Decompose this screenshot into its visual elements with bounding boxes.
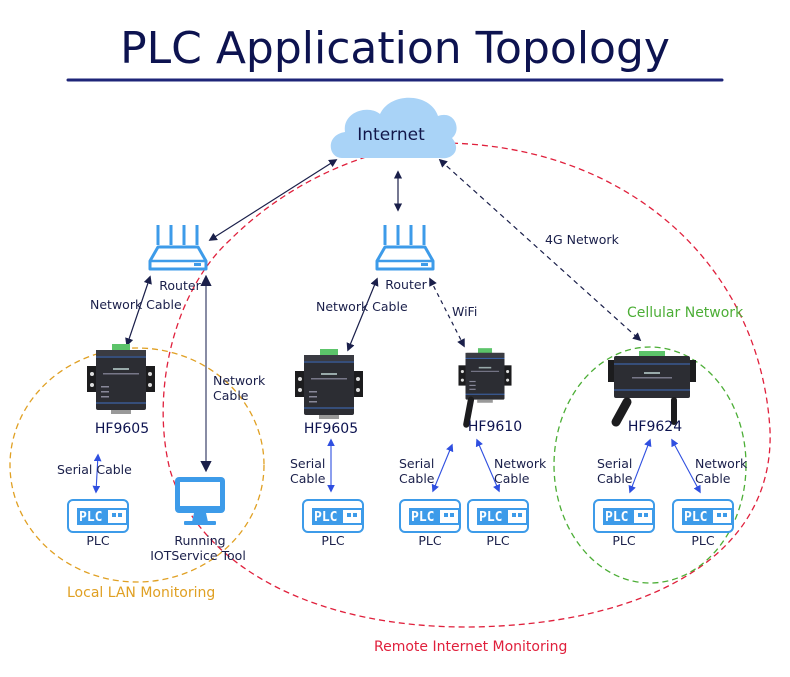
plc-badge-text: PLC [314, 510, 337, 525]
pc-label-line1: Running [174, 533, 225, 548]
label-4g-network: 4G Network [545, 232, 620, 247]
lan-monitoring-zone [9, 347, 265, 583]
plc-node[interactable]: PLC [593, 499, 655, 533]
label-serial-9610-1: Serial [399, 456, 434, 471]
plc-node[interactable]: PLC [672, 499, 734, 533]
plc-badge-text: PLC [479, 510, 502, 525]
link-router-hf9605-left [125, 275, 152, 347]
link-router-hf9605-mid [346, 277, 379, 352]
link-net-9624 [671, 438, 701, 494]
plc-label: PLC [418, 533, 442, 548]
hf9605-mid-label: HF9605 [304, 421, 358, 437]
plc-node[interactable]: PLC [302, 499, 364, 533]
router-mid-label: Router [385, 277, 427, 292]
cellular-zone [553, 346, 747, 584]
plc-node[interactable]: PLC [467, 499, 529, 533]
page-title: PLC Application Topology [120, 23, 670, 74]
pc-label-line2: IOTService Tool [150, 548, 246, 563]
plc-label: PLC [486, 533, 510, 548]
zone-label-remote: Remote Internet Monitoring [374, 639, 567, 655]
hf9624-label: HF9624 [628, 419, 682, 435]
hf9605-left-label: HF9605 [95, 421, 149, 437]
plc-badge-text: PLC [605, 510, 628, 525]
plc-label: PLC [86, 533, 110, 548]
device-hf9605-left[interactable] [86, 343, 156, 415]
internet-node[interactable]: Internet [330, 97, 457, 159]
label-network-cable-mid: Network Cable [316, 299, 408, 314]
plc-badge-text: PLC [684, 510, 707, 525]
plc-label: PLC [691, 533, 715, 548]
plc-list: PLC PLC PLC PLC PLC PLC PLC PLC PLC PLC PLC PLC [67, 499, 734, 548]
device-hf9610[interactable] [458, 347, 512, 428]
label-serial-9624-2: Cable [597, 471, 633, 486]
label-serial-mid-2: Cable [290, 471, 326, 486]
plc-node[interactable]: PLC [399, 499, 461, 533]
antenna-icon [611, 397, 632, 427]
monitor-icon [175, 477, 225, 525]
zone-label-cellular: Cellular Network [627, 305, 744, 321]
link-serial-9624 [628, 438, 652, 494]
link-internet-router-left [208, 159, 338, 241]
label-serial-mid-1: Serial [290, 456, 325, 471]
plc-badge-text: PLC [79, 510, 102, 525]
link-serial-left [92, 453, 102, 494]
plc-badge-text: PLC [411, 510, 434, 525]
internet-label: Internet [357, 125, 425, 145]
router-icon [375, 223, 435, 271]
pc-node[interactable] [175, 477, 225, 525]
label-net-9610-1: Network [494, 456, 547, 471]
cloud-icon [330, 97, 457, 159]
zone-label-lan: Local LAN Monitoring [67, 585, 215, 601]
label-wifi: WiFi [452, 304, 477, 319]
hf9610-label: HF9610 [468, 419, 522, 435]
label-serial-cable-left: Serial Cable [57, 462, 132, 477]
label-network-cable-left: Network Cable [90, 297, 182, 312]
link-net-9610 [475, 438, 501, 493]
wifi-serial-server-icon [458, 347, 512, 404]
serial-server-icon [294, 348, 364, 420]
device-hf9605-mid[interactable] [294, 348, 364, 420]
link-serial-9610 [431, 443, 454, 493]
plc-node[interactable]: PLC [67, 499, 129, 533]
router-icon [148, 223, 208, 271]
router-left[interactable] [148, 223, 208, 271]
serial-server-icon [86, 343, 156, 415]
label-net-9610-2: Cable [494, 471, 530, 486]
label-network-cable-pc-2: Cable [213, 388, 249, 403]
router-left-label: Router [159, 278, 201, 293]
device-hf9624[interactable] [608, 351, 696, 427]
label-net-9624-1: Network [695, 456, 748, 471]
label-serial-9610-2: Cable [399, 471, 435, 486]
plc-label: PLC [321, 533, 345, 548]
plc-label: PLC [612, 533, 636, 548]
label-network-cable-pc-1: Network [213, 373, 266, 388]
router-mid[interactable] [375, 223, 435, 271]
antenna-icon [463, 396, 475, 428]
label-serial-9624-1: Serial [597, 456, 632, 471]
label-net-9624-2: Cable [695, 471, 731, 486]
